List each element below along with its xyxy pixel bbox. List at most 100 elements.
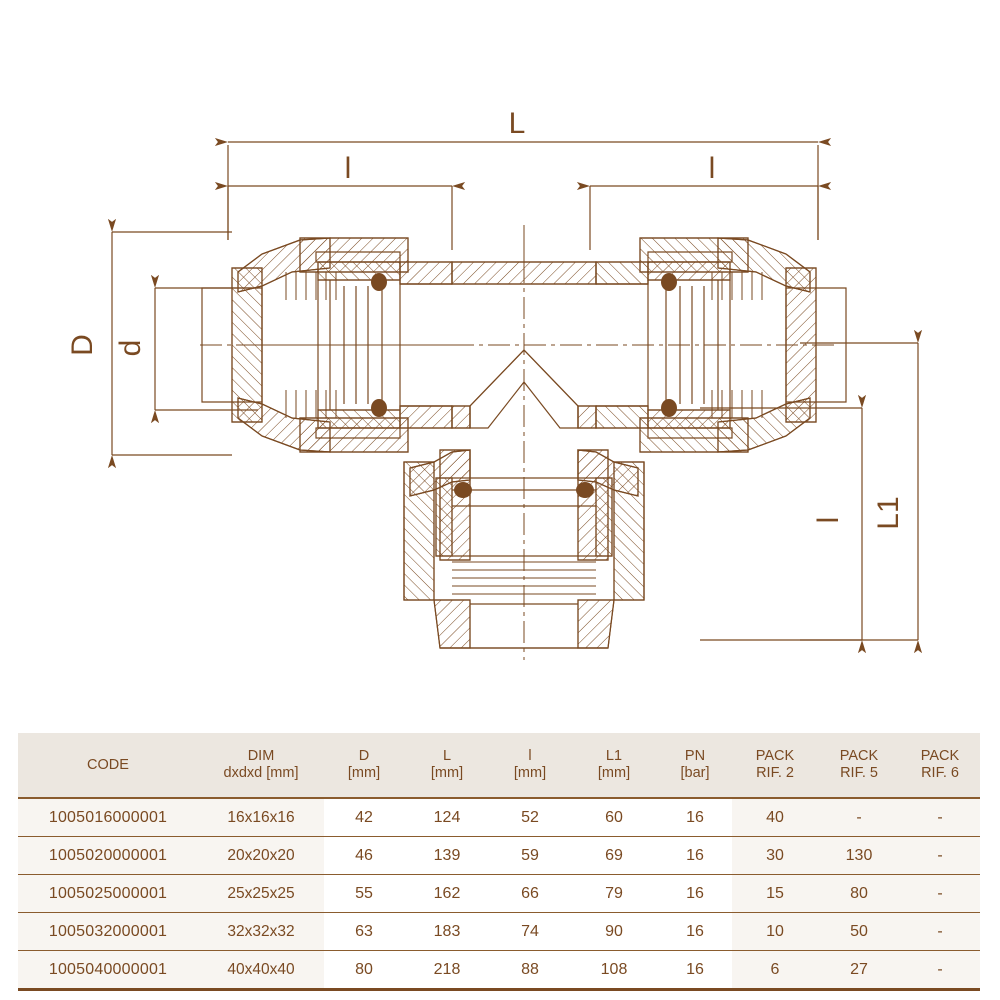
header-L: L [mm] (404, 733, 490, 799)
header-pack5: PACK RIF. 5 (818, 733, 900, 799)
cell-pack5: 80 (818, 874, 900, 913)
cell-pack6: - (900, 912, 980, 951)
header-pack5-sub: RIF. 5 (840, 765, 878, 781)
cell-pack5: 130 (818, 836, 900, 875)
cell-pack2: 15 (732, 874, 818, 913)
header-PN-title: PN (684, 748, 706, 764)
cell-dim: 16x16x16 (198, 798, 324, 837)
label-l-right: l (709, 152, 716, 185)
cell-code: 1005032000001 (18, 912, 198, 951)
cell-l: 59 (490, 836, 570, 875)
cell-PN: 16 (658, 874, 732, 913)
header-row: CODE DIM dxdxd [mm] D [mm] L [mm] (18, 733, 980, 799)
branch-fitting-body (403, 449, 645, 649)
cell-D: 55 (324, 874, 404, 913)
header-pack6-sub: RIF. 6 (921, 765, 959, 781)
cell-PN: 16 (658, 912, 732, 951)
table-row[interactable]: 1005032000001 32x32x32 63 183 74 90 16 1… (18, 912, 980, 951)
cell-PN: 16 (658, 798, 732, 837)
cell-dim: 25x25x25 (198, 874, 324, 913)
cell-pack2: 6 (732, 950, 818, 991)
table-row[interactable]: 1005020000001 20x20x20 46 139 59 69 16 3… (18, 836, 980, 875)
cell-pack5: - (818, 798, 900, 837)
header-dim-sub: dxdxd [mm] (223, 765, 299, 781)
cell-L: 162 (404, 874, 490, 913)
header-PN: PN [bar] (658, 733, 732, 799)
cell-L1: 108 (570, 950, 658, 991)
cell-pack6: - (900, 798, 980, 837)
header-D-sub: [mm] (347, 765, 381, 781)
table-header: CODE DIM dxdxd [mm] D [mm] L [mm] (18, 733, 980, 799)
cell-pack5: 27 (818, 950, 900, 991)
header-pack6-title: PACK (920, 748, 960, 764)
table-row[interactable]: 1005016000001 16x16x16 42 124 52 60 16 4… (18, 798, 980, 837)
cell-dim: 20x20x20 (198, 836, 324, 875)
header-code-title: CODE (87, 756, 129, 773)
header-pack6: PACK RIF. 6 (900, 733, 980, 799)
label-l-left: l (345, 152, 352, 185)
cell-l: 88 (490, 950, 570, 991)
header-pack2-title: PACK (755, 748, 795, 764)
cell-code: 1005016000001 (18, 798, 198, 837)
dimension-l-left (214, 181, 466, 250)
header-l-sub: [mm] (513, 765, 547, 781)
cell-L: 139 (404, 836, 490, 875)
cell-PN: 16 (658, 950, 732, 991)
header-dim-title: DIM (247, 748, 275, 764)
cell-pack6: - (900, 874, 980, 913)
cell-pack6: - (900, 950, 980, 991)
cell-pack2: 10 (732, 912, 818, 951)
cell-L1: 60 (570, 798, 658, 837)
cell-code: 1005025000001 (18, 874, 198, 913)
cell-pack2: 30 (732, 836, 818, 875)
label-D: D (66, 334, 99, 356)
tee-fitting-drawing: L l l D d L1 l (66, 107, 923, 660)
header-L-title: L (442, 748, 452, 764)
table-body: 1005016000001 16x16x16 42 124 52 60 16 4… (18, 798, 980, 991)
cell-L1: 79 (570, 874, 658, 913)
cell-L1: 69 (570, 836, 658, 875)
label-d: d (114, 340, 147, 357)
right-fitting-body (595, 237, 847, 453)
header-L1-sub: [mm] (597, 765, 631, 781)
header-D-title: D (358, 748, 370, 764)
cell-pack2: 40 (732, 798, 818, 837)
header-L-sub: [mm] (430, 765, 464, 781)
cell-D: 63 (324, 912, 404, 951)
header-pack2: PACK RIF. 2 (732, 733, 818, 799)
label-L: L (509, 107, 526, 140)
header-D: D [mm] (324, 733, 404, 799)
label-L1: L1 (872, 496, 905, 529)
cell-D: 46 (324, 836, 404, 875)
header-pack5-title: PACK (839, 748, 879, 764)
header-l-title: l (528, 748, 532, 764)
table-row[interactable]: 1005025000001 25x25x25 55 162 66 79 16 1… (18, 874, 980, 913)
cell-l: 74 (490, 912, 570, 951)
specifications-table: CODE DIM dxdxd [mm] D [mm] L [mm] (18, 733, 980, 991)
cell-D: 80 (324, 950, 404, 991)
specifications-table-container: CODE DIM dxdxd [mm] D [mm] L [mm] (18, 733, 980, 991)
o-ring-seals-branch (454, 482, 594, 498)
technical-drawing: L l l D d L1 l (66, 107, 923, 660)
dimension-L1 (800, 329, 923, 654)
projection-lines (201, 225, 847, 402)
o-ring-seals-left (371, 273, 387, 417)
cell-code: 1005040000001 (18, 950, 198, 991)
header-pack2-sub: RIF. 2 (756, 765, 794, 781)
cell-L: 183 (404, 912, 490, 951)
cell-L1: 90 (570, 912, 658, 951)
cell-l: 52 (490, 798, 570, 837)
header-L1: L1 [mm] (570, 733, 658, 799)
label-l-branch: l (812, 517, 845, 524)
cell-pack5: 50 (818, 912, 900, 951)
cell-code: 1005020000001 (18, 836, 198, 875)
cell-L: 218 (404, 950, 490, 991)
left-fitting-body (201, 237, 453, 453)
o-ring-seals-right (661, 273, 677, 417)
header-PN-sub: [bar] (680, 765, 710, 781)
header-code: CODE (18, 733, 198, 799)
cell-dim: 32x32x32 (198, 912, 324, 951)
dimension-L (214, 137, 832, 240)
table-row[interactable]: 1005040000001 40x40x40 80 218 88 108 16 … (18, 950, 980, 991)
